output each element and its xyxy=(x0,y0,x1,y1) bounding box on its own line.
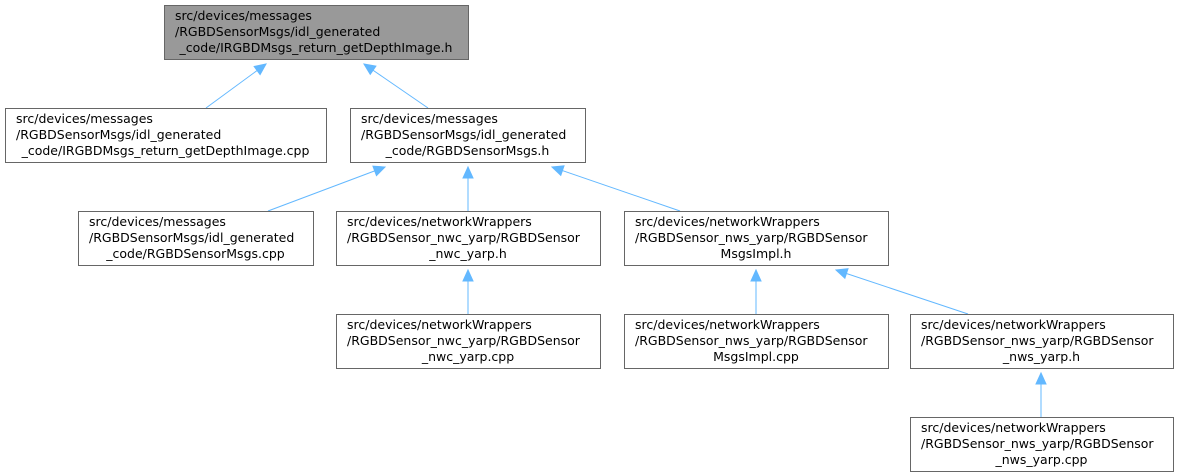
edge-n3-to-n2 xyxy=(267,165,387,212)
node-label-line: /RGBDSensor_nwc_yarp/RGBDSensor xyxy=(347,230,581,245)
node-label-line: /RGBDSensor_nws_yarp/RGBDSensor xyxy=(921,436,1154,451)
file-node[interactable]: src/devices/networkWrappers/RGBDSensor_n… xyxy=(624,211,889,266)
node-label-line: /RGBDSensorMsgs/idl_generated xyxy=(361,127,566,142)
arrowhead-icon xyxy=(550,165,565,177)
node-label-line: src/devices/messages xyxy=(175,8,312,23)
node-label-line: _nwc_yarp.h xyxy=(428,246,507,261)
edge-n6-to-n4 xyxy=(462,268,474,314)
edge-n7-to-n5 xyxy=(750,268,762,314)
edge-line xyxy=(267,170,375,212)
edge-n2-to-n0 xyxy=(363,63,429,109)
edge-n4-to-n2 xyxy=(462,165,474,211)
edge-line xyxy=(846,273,969,315)
node-box xyxy=(78,211,314,266)
arrowhead-icon xyxy=(834,268,849,280)
arrowhead-icon xyxy=(372,165,387,177)
node-label-line: src/devices/networkWrappers xyxy=(921,420,1106,435)
edge-n5-to-n2 xyxy=(550,165,681,212)
node-label-line: _nwc_yarp.cpp xyxy=(421,349,514,364)
node-label-line: src/devices/networkWrappers xyxy=(921,317,1106,332)
node-label-line: /RGBDSensor_nws_yarp/RGBDSensor xyxy=(921,333,1154,348)
node-label-line: _code/RGBDSensorMsgs.cpp xyxy=(105,246,285,261)
arrowhead-icon xyxy=(462,165,474,179)
file-node[interactable]: src/devices/networkWrappers/RGBDSensor_n… xyxy=(336,211,601,266)
node-box xyxy=(164,5,469,60)
node-label-line: /RGBDSensorMsgs/idl_generated xyxy=(89,230,294,245)
node-label-line: /RGBDSensor_nws_yarp/RGBDSensor xyxy=(635,230,868,245)
node-box xyxy=(624,314,889,369)
root-file-node: src/devices/messages/RGBDSensorMsgs/idl_… xyxy=(164,5,469,60)
node-label-line: MsgsImpl.cpp xyxy=(713,349,799,364)
node-label-line: src/devices/networkWrappers xyxy=(347,214,532,229)
edge-line xyxy=(205,70,258,109)
edge-line xyxy=(562,170,681,212)
node-label-line: _code/IRGBDMsgs_return_getDepthImage.cpp xyxy=(21,143,310,158)
node-label-line: src/devices/messages xyxy=(89,214,226,229)
edge-line xyxy=(372,69,429,109)
node-box xyxy=(336,211,601,266)
node-label-line: src/devices/networkWrappers xyxy=(347,317,532,332)
node-label-line: /RGBDSensorMsgs/idl_generated xyxy=(16,127,221,142)
edge-layer xyxy=(205,63,1047,417)
edge-n8-to-n5 xyxy=(834,268,969,315)
node-label-line: _nws_yarp.h xyxy=(1002,349,1080,364)
file-node[interactable]: src/devices/networkWrappers/RGBDSensor_n… xyxy=(336,314,601,369)
file-node[interactable]: src/devices/messages/RGBDSensorMsgs/idl_… xyxy=(5,108,327,163)
node-label-line: _code/RGBDSensorMsgs.h xyxy=(385,143,550,158)
node-label-line: src/devices/networkWrappers xyxy=(635,214,820,229)
arrowhead-icon xyxy=(363,63,377,76)
file-node[interactable]: src/devices/networkWrappers/RGBDSensor_n… xyxy=(910,314,1174,369)
arrowhead-icon xyxy=(1035,371,1047,385)
node-label-line: src/devices/messages xyxy=(16,111,153,126)
node-label-line: src/devices/messages xyxy=(361,111,498,126)
node-label-line: /RGBDSensor_nwc_yarp/RGBDSensor xyxy=(347,333,581,348)
node-label-line: /RGBDSensor_nws_yarp/RGBDSensor xyxy=(635,333,868,348)
node-layer: src/devices/messages/RGBDSensorMsgs/idl_… xyxy=(5,5,1174,472)
file-node[interactable]: src/devices/messages/RGBDSensorMsgs/idl_… xyxy=(78,211,314,266)
file-node[interactable]: src/devices/networkWrappers/RGBDSensor_n… xyxy=(910,417,1174,472)
file-node[interactable]: src/devices/messages/RGBDSensorMsgs/idl_… xyxy=(350,108,586,163)
arrowhead-icon xyxy=(750,268,762,282)
edge-n1-to-n0 xyxy=(205,63,267,109)
node-label-line: _nws_yarp.cpp xyxy=(994,452,1087,467)
arrowhead-icon xyxy=(253,63,267,76)
node-label-line: /RGBDSensorMsgs/idl_generated xyxy=(175,24,380,39)
node-label-line: _code/IRGBDMsgs_return_getDepthImage.h xyxy=(179,40,453,55)
node-label-line: MsgsImpl.h xyxy=(721,246,792,261)
node-box xyxy=(910,417,1174,472)
node-box xyxy=(336,314,601,369)
arrowhead-icon xyxy=(462,268,474,282)
node-box xyxy=(910,314,1174,369)
edge-n9-to-n8 xyxy=(1035,371,1047,417)
node-box xyxy=(5,108,327,163)
node-box xyxy=(624,211,889,266)
node-box xyxy=(350,108,586,163)
node-label-line: src/devices/networkWrappers xyxy=(635,317,820,332)
file-node[interactable]: src/devices/networkWrappers/RGBDSensor_n… xyxy=(624,314,889,369)
